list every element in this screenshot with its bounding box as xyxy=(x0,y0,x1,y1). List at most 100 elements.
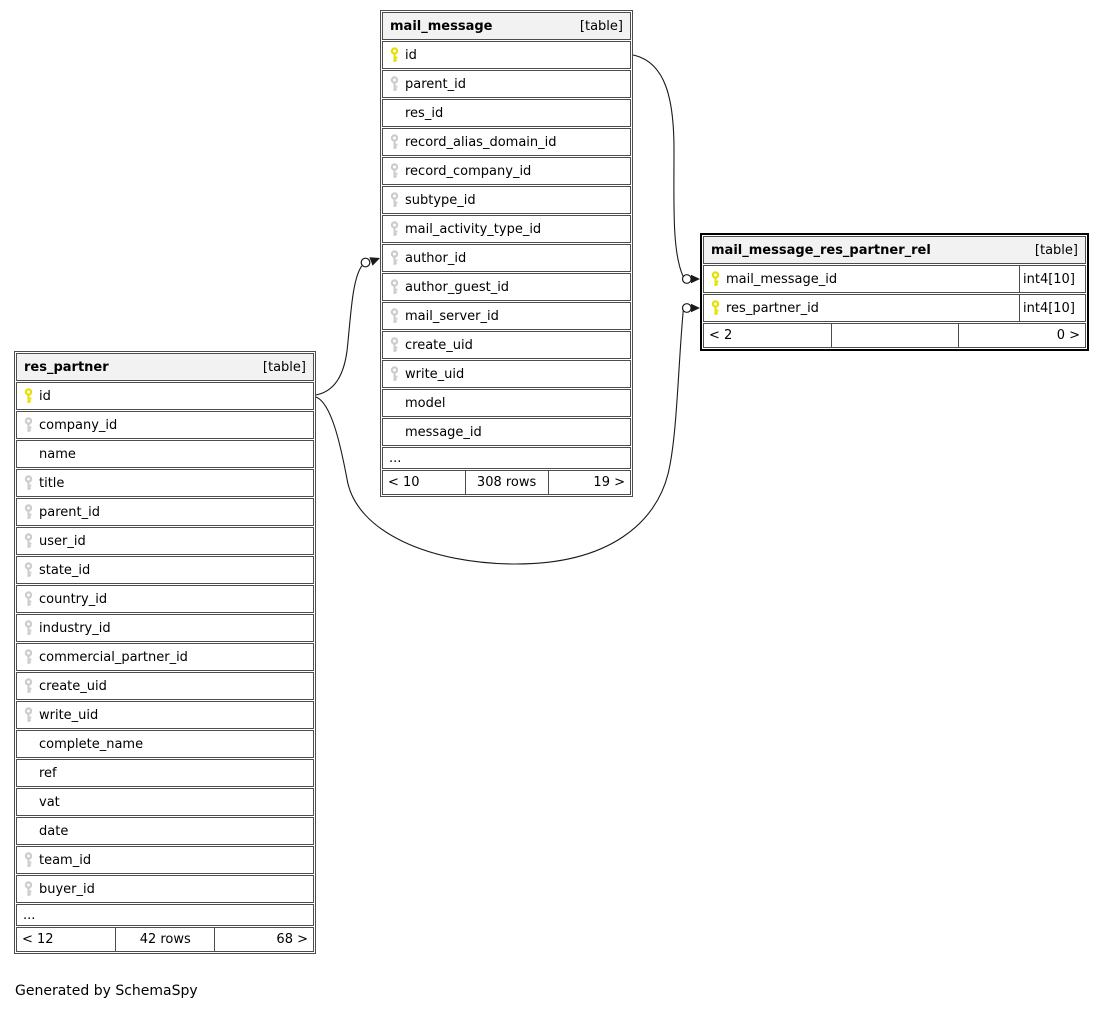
column-row-res_partner-team_id[interactable]: team_id xyxy=(16,846,314,874)
column-row-res_partner-name[interactable]: name xyxy=(16,440,314,468)
column-row-res_partner-create_uid[interactable]: create_uid xyxy=(16,672,314,700)
column-name: complete_name xyxy=(39,736,144,752)
column-name: subtype_id xyxy=(405,192,476,208)
cardinality-circle xyxy=(681,274,692,284)
column-type: int4[10] xyxy=(1019,266,1085,292)
column-row-mail_message-write_uid[interactable]: write_uid xyxy=(382,360,631,388)
arrowhead-icon xyxy=(691,274,700,284)
column-row-res_partner-date[interactable]: date xyxy=(16,817,314,845)
column-row-res_partner-country_id[interactable]: country_id xyxy=(16,585,314,613)
column-name: company_id xyxy=(39,417,118,433)
column-name: title xyxy=(39,475,65,491)
column-name: record_alias_domain_id xyxy=(405,134,557,150)
primary-key-icon xyxy=(17,388,39,404)
key-glyph xyxy=(24,417,32,432)
table-header-res_partner[interactable]: res_partner [table] xyxy=(16,353,314,381)
column-row-mail_message-model[interactable]: model xyxy=(382,389,631,417)
column-name: state_id xyxy=(39,562,91,578)
foreign-key-icon xyxy=(17,475,39,491)
column-row-res_partner-company_id[interactable]: company_id xyxy=(16,411,314,439)
column-row-mail_message-mail_server_id[interactable]: mail_server_id xyxy=(382,302,631,330)
foreign-key-icon xyxy=(383,337,405,353)
column-name: parent_id xyxy=(39,504,100,520)
column-row-mail_message-message_id[interactable]: message_id xyxy=(382,418,631,446)
column-row-res_partner-commercial_partner_id[interactable]: commercial_partner_id xyxy=(16,643,314,671)
column-name: buyer_id xyxy=(39,881,95,897)
column-row-res_partner-user_id[interactable]: user_id xyxy=(16,527,314,555)
footer-right-stat: 0 > xyxy=(1056,328,1080,343)
key-glyph xyxy=(24,707,32,722)
table-name: mail_message xyxy=(390,18,493,34)
key-glyph xyxy=(24,388,32,403)
key-glyph xyxy=(24,678,32,693)
column-row-res_partner-id[interactable]: id xyxy=(16,382,314,410)
column-row-res_partner-title[interactable]: title xyxy=(16,469,314,497)
foreign-key-icon xyxy=(383,76,405,92)
column-row-mail_message-res_id[interactable]: res_id xyxy=(382,99,631,127)
foreign-key-icon xyxy=(383,366,405,382)
column-name: model xyxy=(405,395,446,411)
column-name: record_company_id xyxy=(405,163,532,179)
key-glyph xyxy=(24,475,32,490)
key-glyph xyxy=(390,308,398,323)
column-name: vat xyxy=(39,794,60,810)
key-glyph xyxy=(390,192,398,207)
column-name: mail_activity_type_id xyxy=(405,221,542,237)
ellipsis-row: ... xyxy=(16,904,314,926)
foreign-key-icon xyxy=(17,707,39,723)
key-glyph xyxy=(24,881,32,896)
column-row-res_partner-vat[interactable]: vat xyxy=(16,788,314,816)
column-name: team_id xyxy=(39,852,92,868)
foreign-key-icon xyxy=(17,678,39,694)
foreign-key-icon xyxy=(383,250,405,266)
column-name: date xyxy=(39,823,69,839)
column-name: create_uid xyxy=(405,337,473,353)
primary-key-icon xyxy=(383,47,405,63)
table-type-badge: [table] xyxy=(1034,242,1078,258)
column-row-mail_message-id[interactable]: id xyxy=(382,41,631,69)
column-row-mail_message-author_id[interactable]: author_id xyxy=(382,244,631,272)
column-name: name xyxy=(39,446,76,462)
foreign-key-icon xyxy=(17,620,39,636)
footer-right-stat: 68 > xyxy=(276,932,308,947)
column-name: id xyxy=(39,388,51,404)
column-row-mail_message-record_alias_domain_id[interactable]: record_alias_domain_id xyxy=(382,128,631,156)
column-row-mail_message-record_company_id[interactable]: record_company_id xyxy=(382,157,631,185)
column-name: industry_id xyxy=(39,620,111,636)
key-glyph xyxy=(390,221,398,236)
primary-key-icon xyxy=(704,271,726,287)
table-header-mail_message_res_partner_rel[interactable]: mail_message_res_partner_rel [table] xyxy=(703,236,1086,264)
column-row-res_partner-ref[interactable]: ref xyxy=(16,759,314,787)
foreign-key-icon xyxy=(383,134,405,150)
column-name: mail_server_id xyxy=(405,308,499,324)
column-row-res_partner-industry_id[interactable]: industry_id xyxy=(16,614,314,642)
key-glyph xyxy=(390,337,398,352)
key-glyph xyxy=(24,562,32,577)
column-row-res_partner-parent_id[interactable]: parent_id xyxy=(16,498,314,526)
column-row-mail_message-create_uid[interactable]: create_uid xyxy=(382,331,631,359)
key-glyph xyxy=(390,366,398,381)
column-name: res_partner_id xyxy=(726,300,819,316)
column-row-res_partner-write_uid[interactable]: write_uid xyxy=(16,701,314,729)
table-mail_message_res_partner_rel[interactable]: mail_message_res_partner_rel [table] mai… xyxy=(700,233,1089,351)
column-name: author_id xyxy=(405,250,467,266)
column-row-res_partner-complete_name[interactable]: complete_name xyxy=(16,730,314,758)
column-row-mail_message-author_guest_id[interactable]: author_guest_id xyxy=(382,273,631,301)
column-row-mail_message-parent_id[interactable]: parent_id xyxy=(382,70,631,98)
column-name: ref xyxy=(39,765,57,781)
column-row-res_partner-buyer_id[interactable]: buyer_id xyxy=(16,875,314,903)
primary-key-icon xyxy=(704,300,726,316)
table-name: mail_message_res_partner_rel xyxy=(711,242,931,258)
column-row-res_partner-state_id[interactable]: state_id xyxy=(16,556,314,584)
column-row-mail_message-mail_activity_type_id[interactable]: mail_activity_type_id xyxy=(382,215,631,243)
column-row-mail_message-subtype_id[interactable]: subtype_id xyxy=(382,186,631,214)
footer-right-stat: 19 > xyxy=(593,475,625,490)
relationship-line-author_id xyxy=(315,265,363,396)
table-header-mail_message[interactable]: mail_message [table] xyxy=(382,12,631,40)
column-name: user_id xyxy=(39,533,86,549)
